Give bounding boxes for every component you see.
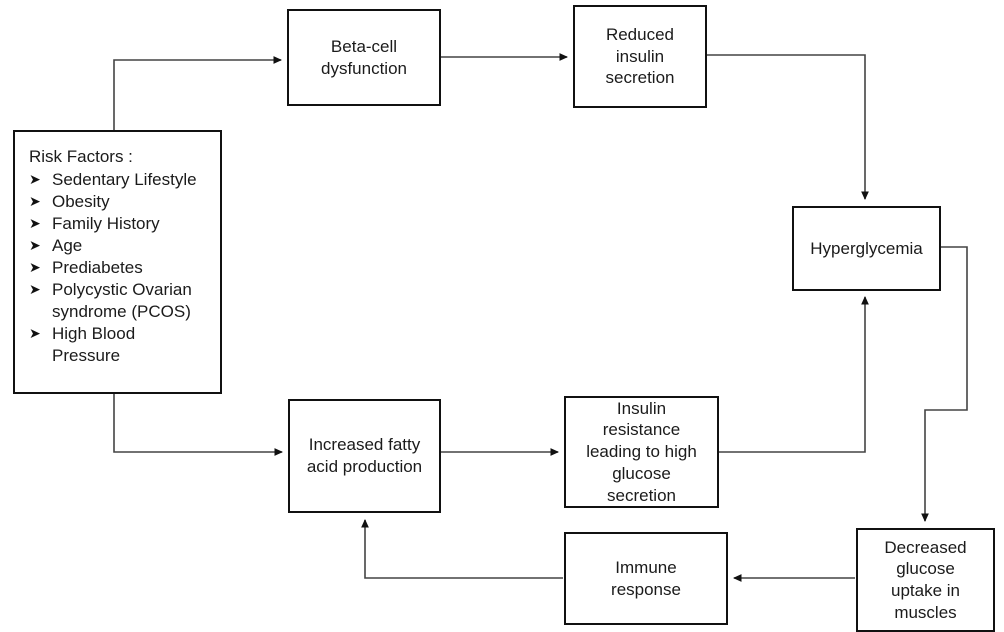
risk-factor-label: Prediabetes bbox=[52, 257, 143, 277]
edge-immune-to-fatty bbox=[361, 518, 563, 579]
edge-resistance-to-hyper bbox=[719, 295, 869, 453]
edge-risk-to-beta bbox=[113, 56, 283, 131]
risk-factor-label: High Blood Pressure bbox=[52, 323, 136, 365]
risk-factor-label: Family History bbox=[52, 213, 160, 233]
risk-factor-label: Polycystic Ovarian syndrome (PCOS) bbox=[52, 279, 192, 321]
risk-factor-label: Obesity bbox=[52, 191, 110, 211]
risk-factors-title: Risk Factors : bbox=[29, 147, 133, 166]
node-label: Beta-cell dysfunction bbox=[321, 36, 407, 78]
risk-factor-item: ➤ Age bbox=[29, 235, 197, 257]
risk-factor-label: Age bbox=[52, 235, 83, 255]
risk-factor-item: ➤ Family History bbox=[29, 213, 197, 235]
node-label: Decreased glucose uptake in muscles bbox=[884, 537, 967, 622]
node-decreased-glucose-uptake[interactable]: Decreased glucose uptake in muscles bbox=[856, 528, 995, 632]
node-increased-fatty-acid-production[interactable]: Increased fatty acid production bbox=[288, 399, 441, 513]
node-label: Hyperglycemia bbox=[810, 238, 923, 258]
risk-factor-item: ➤ High Blood Pressure bbox=[29, 323, 197, 367]
node-label: Increased fatty acid production bbox=[306, 435, 423, 476]
node-hyperglycemia[interactable]: Hyperglycemia bbox=[792, 206, 941, 291]
node-risk-factors[interactable]: Risk Factors : ➤ Sedentary Lifestyle ➤ Obe… bbox=[13, 130, 222, 394]
arrow-bullet-icon: ➤ bbox=[29, 280, 41, 297]
arrow-bullet-icon: ➤ bbox=[29, 258, 41, 275]
edge-risk-to-fatty bbox=[113, 394, 284, 456]
arrow-bullet-icon: ➤ bbox=[29, 236, 41, 253]
risk-factor-label: Sedentary Lifestyle bbox=[52, 169, 197, 189]
risk-factor-item: ➤ Sedentary Lifestyle bbox=[29, 169, 197, 191]
arrow-bullet-icon: ➤ bbox=[29, 192, 41, 209]
risk-factors-list: ➤ Sedentary Lifestyle ➤ Obesity ➤ Family Hi… bbox=[29, 169, 197, 367]
arrow-bullet-icon: ➤ bbox=[29, 170, 41, 187]
node-label: Reduced insulin secretion bbox=[605, 24, 675, 88]
node-immune-response[interactable]: Immune response bbox=[564, 532, 728, 625]
node-beta-cell-dysfunction[interactable]: Beta-cell dysfunction bbox=[287, 9, 441, 106]
risk-factor-item: ➤ Prediabetes bbox=[29, 257, 197, 279]
node-reduced-insulin-secretion[interactable]: Reduced insulin secretion bbox=[573, 5, 707, 108]
node-label: Insulin resistance leading to high gluco… bbox=[586, 398, 697, 505]
risk-factor-item: ➤ Obesity bbox=[29, 191, 197, 213]
edge-reduced-to-hyper bbox=[707, 54, 869, 201]
node-insulin-resistance[interactable]: Insulin resistance leading to high gluco… bbox=[564, 396, 719, 508]
arrow-bullet-icon: ➤ bbox=[29, 324, 41, 341]
arrow-bullet-icon: ➤ bbox=[29, 214, 41, 231]
node-label: Immune response bbox=[611, 557, 681, 599]
risk-factor-item: ➤ Polycystic Ovarian syndrome (PCOS) bbox=[29, 279, 197, 323]
